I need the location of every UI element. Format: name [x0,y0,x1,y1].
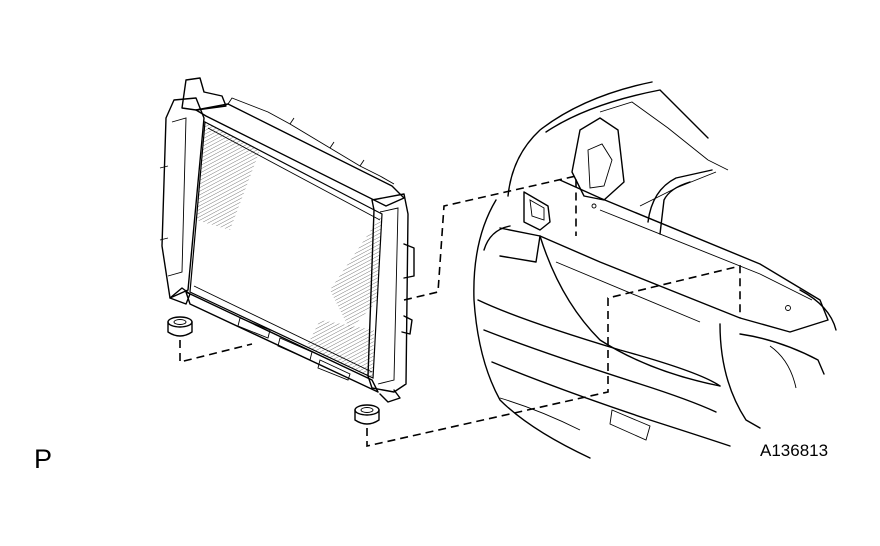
radiator-assembly [159,77,415,403]
rubber-cushion-left [167,316,193,337]
alignment-lines [179,174,741,447]
body-hole [591,203,597,209]
radiator-core [189,121,383,379]
rubber-cushion-right [354,404,380,425]
view-label: P [34,444,53,474]
radiator-right-tank [367,193,415,403]
figure-code: A136813 [760,441,829,460]
vehicle-body [473,81,837,459]
radiator-bottom-frame [185,291,379,393]
body-hole [785,305,791,311]
radiator-top-frame [195,97,405,207]
